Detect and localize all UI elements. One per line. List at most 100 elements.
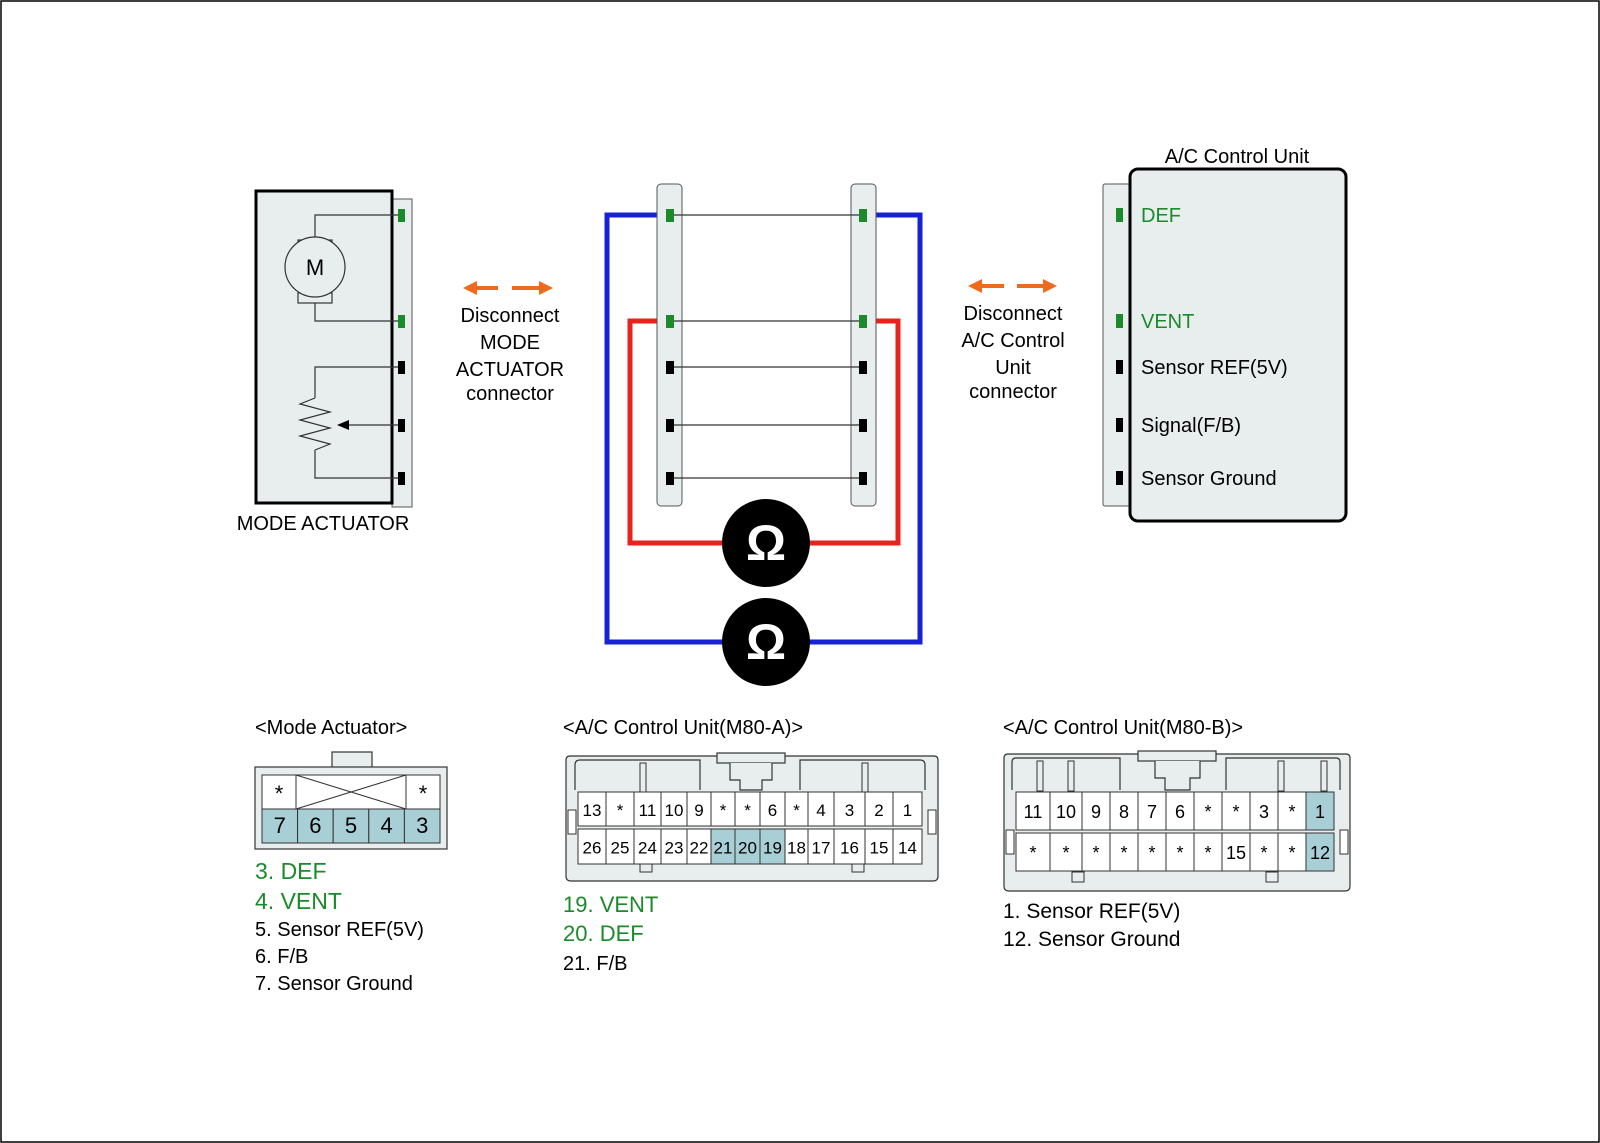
connector-cell [1081, 832, 1111, 872]
disconnect-left-line4: connector [466, 383, 554, 405]
connector-pin-number: 10 [1056, 802, 1076, 822]
actuator-pin [398, 361, 405, 374]
legend-item: 3. DEF [255, 858, 327, 884]
connector-pin-number: * [275, 781, 284, 806]
connector-pin-number: * [419, 781, 428, 806]
legend-item: 21. F/B [563, 953, 627, 975]
connector-pin-number: 3 [845, 801, 854, 820]
connector-cell [1249, 791, 1279, 831]
connector-cell [710, 791, 736, 827]
harness-pin [666, 315, 674, 328]
harness-strip-right [850, 183, 877, 507]
motor-symbol-icon: M [284, 236, 346, 298]
connector-pin-number: 10 [665, 801, 684, 820]
connector-pin-number: * [1176, 843, 1183, 863]
connector-pin-number: 25 [611, 839, 630, 858]
actuator-pin [398, 472, 405, 485]
ac-unit-pin [1116, 471, 1123, 485]
harness-strip-left [656, 183, 683, 507]
disconnect-mode-label: Disconnect MODE ACTUATOR connector [456, 305, 564, 405]
connector-cell [605, 791, 635, 827]
connector-m80b-legend: 1. Sensor REF(5V)12. Sensor Ground [1003, 900, 1180, 951]
connector-pin-number: 22 [690, 839, 709, 858]
connector-cell [605, 828, 635, 865]
ac-unit-pin [1116, 418, 1123, 432]
harness-pin [666, 209, 674, 222]
connector-pin-number: 26 [583, 839, 602, 858]
harness-pin [666, 472, 674, 485]
ac-unit-pin-label: DEF [1141, 205, 1181, 227]
connector-pin-number: * [744, 801, 751, 820]
harness-pin [859, 315, 867, 328]
ac-unit-pin [1116, 360, 1123, 374]
mode-actuator-label: MODE ACTUATOR [237, 513, 410, 535]
connector-cell [734, 791, 761, 827]
connector-pin-number: * [1288, 843, 1295, 863]
connector-pin-number: 15 [870, 839, 889, 858]
connector-cell [261, 808, 299, 844]
connector-pin-number: 24 [638, 839, 657, 858]
connector-cell [864, 828, 894, 865]
connector-pin-number: 21 [714, 839, 733, 858]
ac-unit-pin-label: Signal(F/B) [1141, 415, 1241, 437]
connector-m80b-title: <A/C Control Unit(M80-B)> [1003, 717, 1243, 739]
connector-pin-number: 18 [787, 839, 806, 858]
ac-unit-body [1128, 167, 1348, 523]
harness-pin [666, 419, 674, 432]
ohmmeter-icon: Ω [722, 598, 810, 686]
double-arrow-icon [463, 281, 553, 295]
connector-pin-number: 8 [1119, 802, 1129, 822]
connector-pin-number: 9 [694, 801, 703, 820]
connector-pin-number: * [1062, 843, 1069, 863]
ac-unit-title: A/C Control Unit [1165, 146, 1310, 168]
ac-unit-pin [1116, 314, 1123, 328]
connector-pin-number: 11 [639, 801, 657, 820]
connector-pin-number: 2 [874, 801, 883, 820]
connector-pin-number: 3 [416, 813, 428, 838]
connector-pin-number: 16 [840, 839, 859, 858]
connector-pin-number: * [1029, 843, 1036, 863]
connector-pin-number: * [1260, 843, 1267, 863]
harness-pins [666, 209, 867, 485]
connector-pin-number: * [1092, 843, 1099, 863]
ac-connector-strip [1102, 183, 1131, 507]
disconnect-left-line2: MODE [480, 332, 540, 354]
harness-pin [859, 472, 867, 485]
connector-pin-number: * [720, 801, 727, 820]
connector-pin-number: 11 [1024, 802, 1043, 822]
connector-cell [1221, 791, 1251, 831]
harness-pin [666, 361, 674, 374]
connector-pin-number: 20 [738, 839, 757, 858]
connector-cell [403, 808, 441, 844]
connector-cell [368, 808, 405, 844]
disconnect-right-line4: connector [969, 381, 1057, 403]
legend-item: 20. DEF [563, 921, 644, 946]
connector-pin-number: 15 [1226, 843, 1246, 863]
legend-item: 1. Sensor REF(5V) [1003, 900, 1180, 923]
connector-cell [577, 828, 607, 865]
actuator-pin [398, 209, 405, 222]
connector-pin-number: 4 [380, 813, 392, 838]
connector-cell [1221, 832, 1251, 872]
connector-pin-number: 9 [1091, 802, 1101, 822]
connector-pin-number: * [1204, 802, 1211, 822]
connector-mode-title: <Mode Actuator> [255, 717, 407, 739]
double-arrow-icon [968, 279, 1057, 293]
connector-cell [1193, 791, 1223, 831]
connector-cell [297, 808, 334, 844]
legend-item: 7. Sensor Ground [255, 973, 413, 995]
connector-cell [759, 791, 786, 827]
connector-pin-number: 4 [816, 801, 825, 820]
connector-pin-number: 5 [345, 813, 357, 838]
mode-actuator: M MODE ACTUATOR [237, 189, 413, 535]
connector-pin-number: 6 [309, 813, 321, 838]
